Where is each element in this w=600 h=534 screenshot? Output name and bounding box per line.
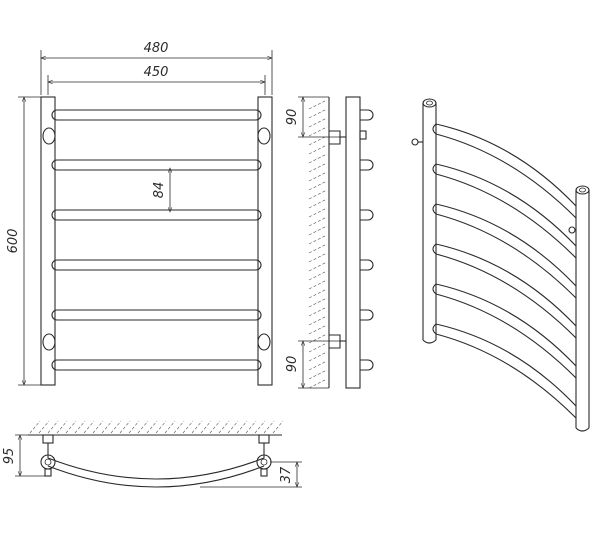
dim-wall-offset-top: 90 (285, 109, 300, 126)
top-view-wall-hatching (29, 420, 284, 434)
iso-left-pipe (422, 103, 437, 344)
front-rung (51, 159, 262, 171)
side-rung-stub (360, 109, 374, 121)
side-rung-stub (360, 209, 374, 221)
iso-rungs (432, 123, 577, 419)
top-view: 95 37 (2, 420, 302, 488)
bracket-bottom-right (257, 333, 271, 351)
iso-bracket-right (568, 226, 576, 234)
right-vertical-pipe (257, 96, 273, 386)
side-vertical-pipe (345, 96, 361, 389)
iso-bracket-left (411, 138, 419, 146)
iso-rung (435, 203, 577, 287)
dim-depth: 95 (2, 448, 17, 465)
iso-rung (435, 123, 577, 207)
wall-hatching (308, 99, 328, 389)
side-bracket-top (329, 130, 367, 145)
dim-pipe-spacing: 450 (144, 65, 169, 80)
iso-rung (435, 243, 577, 327)
iso-right-pipe (575, 190, 590, 432)
side-rung-stub (360, 359, 374, 371)
dim-rung-step: 84 (152, 182, 167, 199)
dim-height: 600 (6, 229, 21, 254)
side-rung-stub (360, 259, 374, 271)
front-rung (51, 309, 262, 321)
dim-bow: 37 (279, 466, 294, 483)
bracket-bottom-left (42, 333, 56, 351)
front-rung (51, 209, 262, 221)
side-rung-stubs (360, 109, 374, 371)
dim-wall-offset-bottom: 90 (285, 356, 300, 373)
top-view-bowed-rung (47, 457, 265, 480)
front-rungs (51, 109, 262, 371)
dim-overall-width: 480 (144, 41, 169, 56)
front-rung (51, 259, 262, 271)
front-view: 480 450 600 84 (6, 41, 273, 386)
iso-rung (435, 163, 577, 247)
iso-rung (435, 323, 577, 407)
front-rung (51, 109, 262, 121)
left-vertical-pipe (40, 96, 56, 386)
bracket-top-right (257, 127, 271, 145)
side-rung-stub (360, 159, 374, 171)
side-bracket-bottom (329, 334, 346, 349)
bracket-top-left (42, 127, 56, 145)
front-rung (51, 359, 262, 371)
iso-rung (435, 283, 577, 367)
isometric-view (411, 98, 590, 432)
side-rung-stub (360, 309, 374, 321)
side-view: 90 90 (285, 96, 374, 389)
